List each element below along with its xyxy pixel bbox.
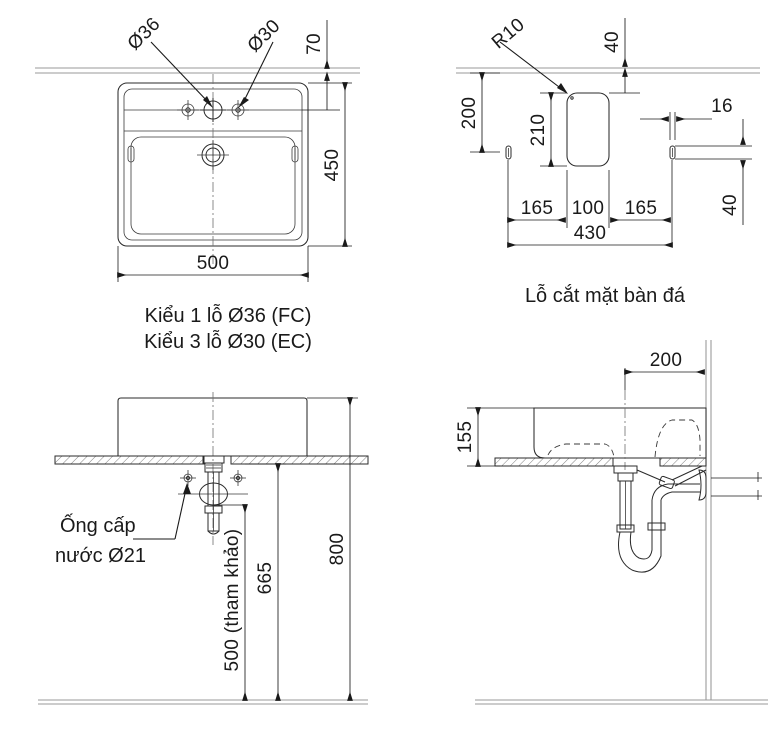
- countertop-slab-right: [230, 455, 369, 465]
- right-small-slot: [669, 145, 676, 160]
- dim-200: 200: [459, 72, 500, 153]
- plan-view-group: Ø36 Ø30 70 450 500 Ki: [35, 14, 360, 353]
- cutout-caption: Lỗ cắt mặt bàn đá: [525, 284, 686, 307]
- floor-line-right: [475, 699, 768, 705]
- dim-500-label: 500: [197, 253, 230, 274]
- dim-40-slot-label: 40: [720, 194, 741, 216]
- dim-155-label: 155: [455, 421, 476, 454]
- basin-side-body: [533, 407, 707, 459]
- dim-165-left: 165: [507, 198, 566, 223]
- dim-70-label: 70: [304, 33, 325, 55]
- dim-500: 500: [117, 246, 309, 282]
- counter-slab-side-right: [659, 457, 707, 467]
- dim-500-reference: 500 (tham khảo): [213, 504, 248, 701]
- dim-40-slot: 40: [675, 119, 752, 225]
- dim-40-top-label: 40: [602, 31, 623, 53]
- dim-800: 800: [307, 397, 358, 701]
- dim-450: 450: [308, 82, 352, 247]
- supply-pipe-callout: Ống cấp nước Ø21: [55, 483, 191, 567]
- plan-wall-line: [35, 67, 360, 74]
- supply-label-line2: nước Ø21: [55, 545, 146, 567]
- dim-200-label: 200: [459, 97, 480, 130]
- faucet-hole-right: [227, 100, 249, 120]
- left-small-slot: [505, 145, 512, 160]
- dim-100: 100: [572, 198, 605, 219]
- dim-16: 16: [640, 96, 733, 140]
- dim-665-label: 665: [255, 562, 276, 595]
- overflow-slot-left: [127, 145, 135, 163]
- dim-450-label: 450: [322, 149, 343, 182]
- countertop-slab-left: [54, 455, 205, 465]
- faucet-hole-center: [200, 98, 226, 122]
- dim-430: 430: [507, 223, 673, 248]
- cutout-radius-point: [570, 96, 574, 100]
- supply-marker-right: [230, 470, 246, 486]
- drain-hole-plan: [197, 140, 229, 170]
- bowl-hidden-left: [547, 443, 615, 458]
- dim-chain-group: 165 100 165 430: [507, 160, 673, 248]
- plan-caption-line2: Kiểu 3 lỗ Ø30 (EC): [144, 330, 312, 353]
- dim-165-left-label: 165: [521, 198, 554, 219]
- cutout-wall-line: [456, 67, 760, 74]
- floor-line-left: [38, 699, 368, 705]
- dim-100-label: 100: [572, 198, 605, 219]
- dim-210-label: 210: [528, 114, 549, 147]
- dia36-label: Ø36: [124, 14, 165, 55]
- dia30-label: Ø30: [244, 16, 285, 57]
- dim-200-side: 200: [624, 350, 705, 390]
- dim-800-label: 800: [327, 533, 348, 566]
- outlet-extension-lines: [711, 472, 762, 500]
- front-elevation-group: Ống cấp nước Ø21 500 (tham khảo) 665 800: [38, 392, 369, 705]
- dim-165-right: 165: [610, 198, 671, 223]
- dim-165-right-label: 165: [625, 198, 658, 219]
- dim-16-label: 16: [711, 96, 733, 117]
- dim-70: 70: [302, 20, 340, 111]
- counter-slab-side-left: [494, 457, 614, 467]
- r10-label: R10: [488, 14, 529, 53]
- cutout-rect: [566, 92, 610, 167]
- side-elevation-group: 200 155: [455, 340, 768, 705]
- dim-200-side-label: 200: [650, 350, 683, 371]
- plan-caption-line1: Kiểu 1 lỗ Ø36 (FC): [145, 304, 312, 327]
- p-trap-assembly: [613, 465, 707, 573]
- dim-210: 210: [528, 92, 567, 167]
- dim-500-ref-label: 500 (tham khảo): [222, 529, 243, 672]
- supply-label-line1: Ống cấp: [60, 513, 136, 537]
- cutout-view-group: R10 40 200: [456, 14, 760, 307]
- basin-front-body: [117, 397, 308, 457]
- faucet-hole-left: [177, 100, 199, 120]
- overflow-slot-right: [291, 145, 299, 163]
- supply-marker-left: [180, 470, 196, 486]
- dim-40-top: 40: [602, 18, 640, 94]
- callout-r10: R10: [488, 14, 568, 94]
- dim-665: 665: [245, 463, 286, 701]
- dim-155: 155: [455, 407, 534, 467]
- bowl-hidden-right: [654, 419, 701, 458]
- dim-430-label: 430: [574, 223, 607, 244]
- wall-vertical: [705, 340, 712, 700]
